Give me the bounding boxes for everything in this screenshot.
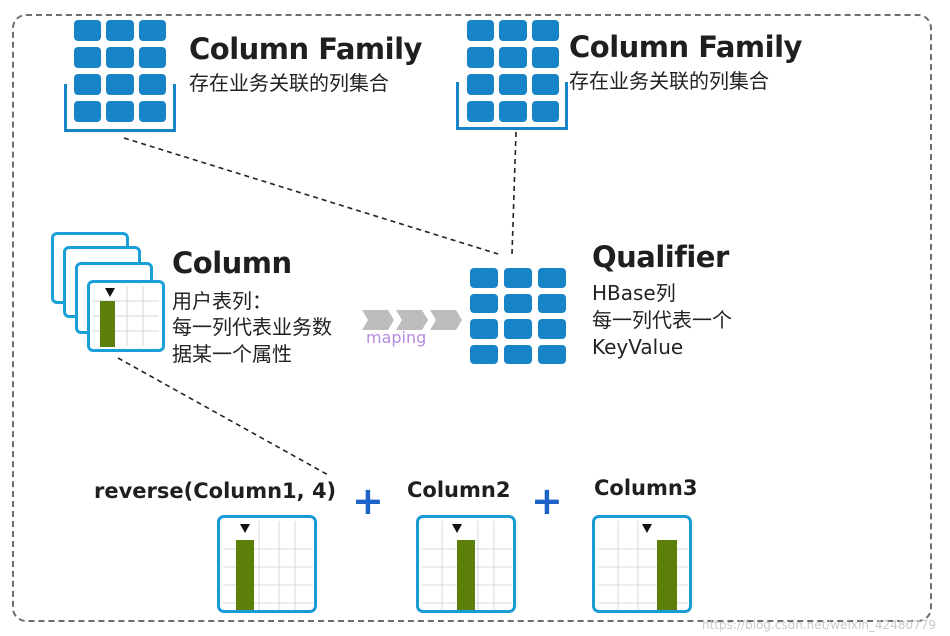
column-family-right-title: Column Family bbox=[569, 30, 802, 64]
qualifier-desc-line-1: HBase列 bbox=[592, 281, 676, 305]
column-green-bar bbox=[100, 301, 115, 347]
plus-sign-1: + bbox=[352, 479, 384, 523]
composite-item-3-label: Column3 bbox=[594, 476, 698, 500]
column-family-right-desc: 存在业务关联的列集合 bbox=[569, 69, 769, 93]
column-family-left-title: Column Family bbox=[189, 32, 422, 66]
composite-item-1-icon bbox=[217, 515, 317, 613]
composite-item-2-label: Column2 bbox=[407, 478, 511, 502]
connector-cf-left-to-qualifier bbox=[123, 137, 499, 255]
mapping-label: maping bbox=[366, 328, 427, 347]
column-title: Column bbox=[172, 246, 292, 280]
composite-item-1-label: reverse(Column1, 4) bbox=[94, 479, 337, 503]
connector-column-to-composite bbox=[117, 357, 331, 477]
mapping-arrows-icon bbox=[362, 310, 462, 330]
column-desc-line-3: 据某一个属性 bbox=[172, 342, 292, 366]
column-family-left-desc: 存在业务关联的列集合 bbox=[189, 71, 389, 95]
qualifier-desc-line-2: 每一列代表一个 bbox=[592, 308, 732, 332]
connector-cf-right-to-qualifier bbox=[511, 131, 517, 255]
column-desc-line-1: 用户表列： bbox=[172, 289, 272, 313]
watermark: https://blog.csdn.net/weixin_42480779 bbox=[701, 618, 936, 632]
qualifier-grid-icon bbox=[470, 268, 566, 364]
plus-sign-2: + bbox=[531, 479, 563, 523]
composite-item-2-icon bbox=[416, 515, 516, 613]
composite-item-3-icon bbox=[592, 515, 692, 613]
column-desc-line-2: 每一列代表业务数 bbox=[172, 315, 332, 339]
diagram-frame bbox=[12, 14, 932, 622]
qualifier-title: Qualifier bbox=[592, 240, 729, 274]
qualifier-desc-line-3: KeyValue bbox=[592, 335, 684, 359]
